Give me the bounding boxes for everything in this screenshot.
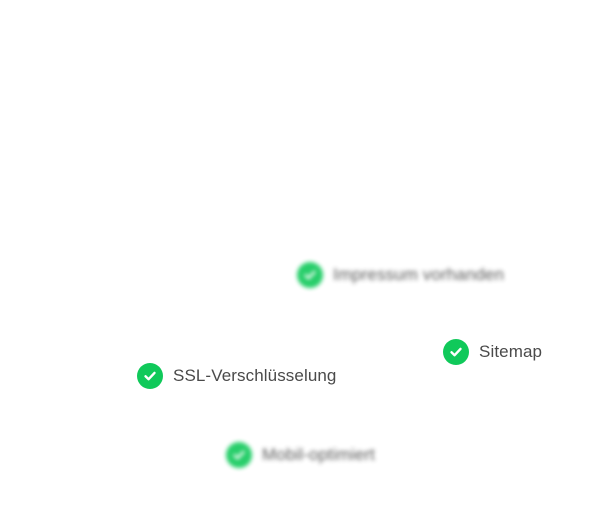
feature-badge-impressum: Impressum vorhanden: [297, 262, 504, 288]
check-circle-icon: [297, 262, 323, 288]
feature-label: Sitemap: [479, 342, 543, 361]
feature-badge-ssl: SSL-Verschlüsselung: [137, 363, 337, 389]
feature-label: Impressum vorhanden: [333, 265, 505, 284]
feature-label: SSL-Verschlüsselung: [173, 366, 337, 385]
feature-badge-sitemap: Sitemap: [443, 339, 542, 365]
feature-badge-mobil: Mobil-optimiert: [226, 442, 375, 468]
check-circle-icon: [137, 363, 163, 389]
check-circle-icon: [226, 442, 252, 468]
check-circle-icon: [443, 339, 469, 365]
feature-label: Mobil-optimiert: [262, 445, 375, 464]
